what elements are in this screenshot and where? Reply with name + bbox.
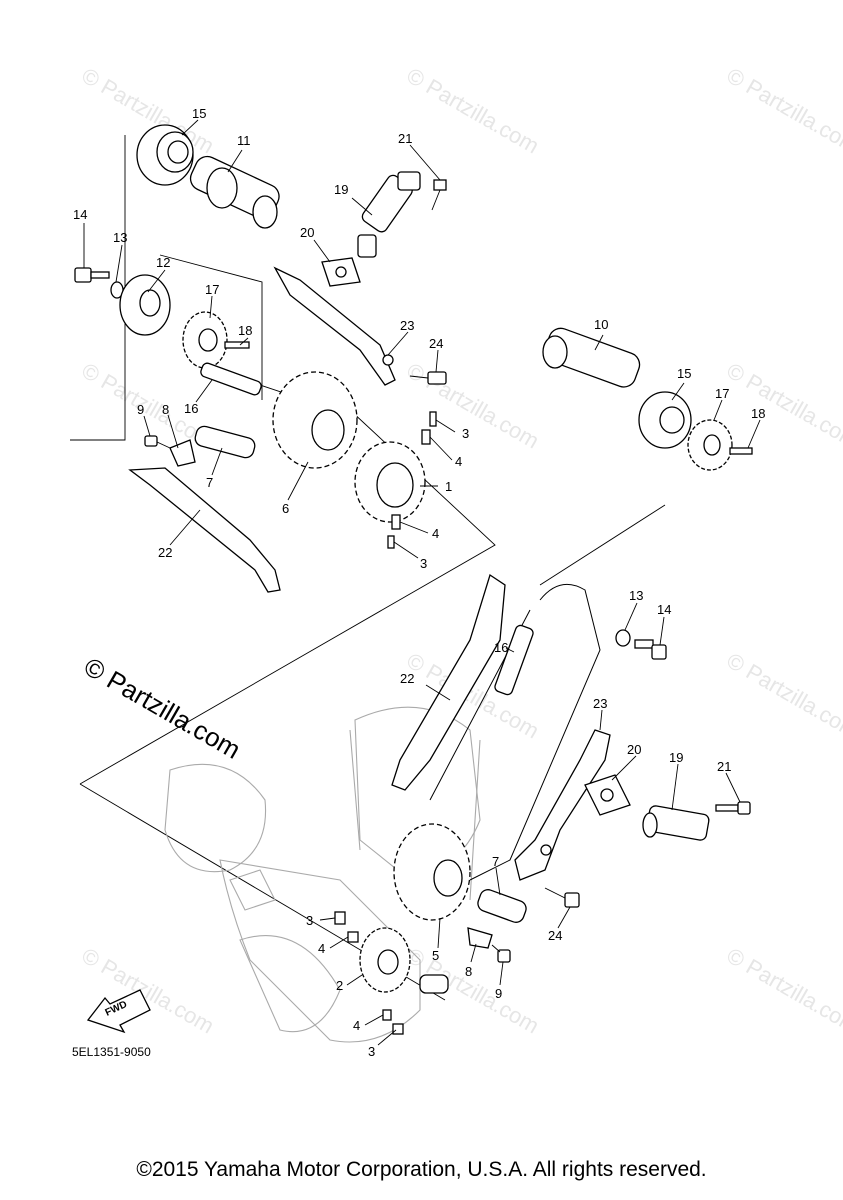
callout-19: 19 xyxy=(669,750,683,765)
bolt-9-upper xyxy=(144,435,171,449)
callout-15: 15 xyxy=(677,366,691,381)
bolt-21-lower xyxy=(715,801,751,815)
bolt-24-upper xyxy=(409,371,447,385)
callout-9: 9 xyxy=(137,402,144,417)
callout-10: 10 xyxy=(594,317,608,332)
plate-12 xyxy=(119,274,171,336)
watermark: © Partzilla.com xyxy=(723,943,843,1039)
gear-17-right xyxy=(687,419,733,471)
gear-6 xyxy=(272,371,358,469)
camshaft-11 xyxy=(189,155,280,229)
callout-11: 11 xyxy=(237,133,251,148)
callout-3: 3 xyxy=(368,1044,375,1059)
callout-12: 12 xyxy=(156,255,170,270)
callout-6: 6 xyxy=(282,501,289,516)
pin-18-right xyxy=(729,447,753,455)
callout-16: 16 xyxy=(494,640,508,655)
plate-8-lower xyxy=(467,927,493,949)
callout-4: 4 xyxy=(455,454,462,469)
leader-lines xyxy=(83,119,761,1046)
callout-4: 4 xyxy=(432,526,439,541)
bearing-15-right xyxy=(638,391,692,449)
callout-1: 1 xyxy=(445,479,452,494)
callout-5: 5 xyxy=(432,948,439,963)
callout-13: 13 xyxy=(113,230,127,245)
callout-17: 17 xyxy=(205,282,219,297)
callout-8: 8 xyxy=(162,402,169,417)
tensioner-19-lower xyxy=(642,805,710,841)
callout-20: 20 xyxy=(627,742,641,757)
bolt-9-lower xyxy=(491,944,511,963)
callout-7: 7 xyxy=(492,854,499,869)
diagram-code: 5EL1351-9050 xyxy=(72,1045,151,1059)
callout-14: 14 xyxy=(73,207,87,222)
callouts: 15 11 21 19 20 14 13 12 17 18 23 24 16 8… xyxy=(73,106,765,1059)
callout-22: 22 xyxy=(400,671,414,686)
callout-21: 21 xyxy=(398,131,412,146)
callout-23: 23 xyxy=(593,696,607,711)
chain-guide-22-lower xyxy=(391,573,506,791)
chain-16-upper xyxy=(200,362,262,396)
callout-9: 9 xyxy=(495,986,502,1001)
camshaft-10 xyxy=(542,327,641,388)
copyright-notice: ©2015 Yamaha Motor Corporation, U.S.A. A… xyxy=(136,1158,707,1181)
bearing-15-upper xyxy=(136,124,194,186)
gear-17-upper xyxy=(182,311,228,369)
tensioner-19-upper xyxy=(357,171,421,258)
pin-18-upper xyxy=(224,341,250,349)
forward-arrow: FWD xyxy=(86,989,151,1034)
watermark: © Partzilla.com xyxy=(723,648,843,744)
bolt-21-upper xyxy=(431,179,447,211)
callout-4: 4 xyxy=(353,1018,360,1033)
bolt-14-upper xyxy=(74,267,110,283)
callout-14: 14 xyxy=(657,602,671,617)
watermark-main: © Partzilla.com xyxy=(79,651,246,765)
bolt-24-lower xyxy=(544,887,580,908)
chain-guide-22-upper xyxy=(128,467,281,593)
callout-8: 8 xyxy=(465,964,472,979)
gear-2 xyxy=(359,927,411,993)
gear-5 xyxy=(393,823,471,921)
shaft-7-lower xyxy=(477,889,527,923)
callout-13: 13 xyxy=(629,588,643,603)
washer-13-lower xyxy=(615,629,631,647)
gasket-20-lower xyxy=(584,774,631,816)
chain-guide-23-upper xyxy=(273,266,396,386)
callout-3: 3 xyxy=(420,556,427,571)
crank-end xyxy=(419,974,449,994)
callout-18: 18 xyxy=(751,406,765,421)
callout-21: 21 xyxy=(717,759,731,774)
callout-24: 24 xyxy=(429,336,443,351)
callout-3: 3 xyxy=(462,426,469,441)
shaft-7-upper xyxy=(194,425,256,459)
bolt-14-lower xyxy=(634,639,667,660)
callout-4: 4 xyxy=(318,941,325,956)
callout-15: 15 xyxy=(192,106,206,121)
callout-24: 24 xyxy=(548,928,562,943)
watermark: © Partzilla.com xyxy=(403,63,544,159)
gear-1 xyxy=(354,441,426,523)
watermark: © Partzilla.com xyxy=(723,63,843,159)
callout-19: 19 xyxy=(334,182,348,197)
callout-3: 3 xyxy=(306,913,313,928)
callout-20: 20 xyxy=(300,225,314,240)
chain-guide-23-lower xyxy=(514,729,611,881)
plate-8-upper xyxy=(169,439,196,467)
watermark: © Partzilla.com xyxy=(723,358,843,454)
callout-18: 18 xyxy=(238,323,252,338)
callout-23: 23 xyxy=(400,318,414,333)
callout-2: 2 xyxy=(336,978,343,993)
chain-16-lower xyxy=(494,624,534,696)
callout-16: 16 xyxy=(184,401,198,416)
callout-22: 22 xyxy=(158,545,172,560)
callout-7: 7 xyxy=(206,475,213,490)
gasket-20-upper xyxy=(321,257,361,287)
callout-17: 17 xyxy=(715,386,729,401)
